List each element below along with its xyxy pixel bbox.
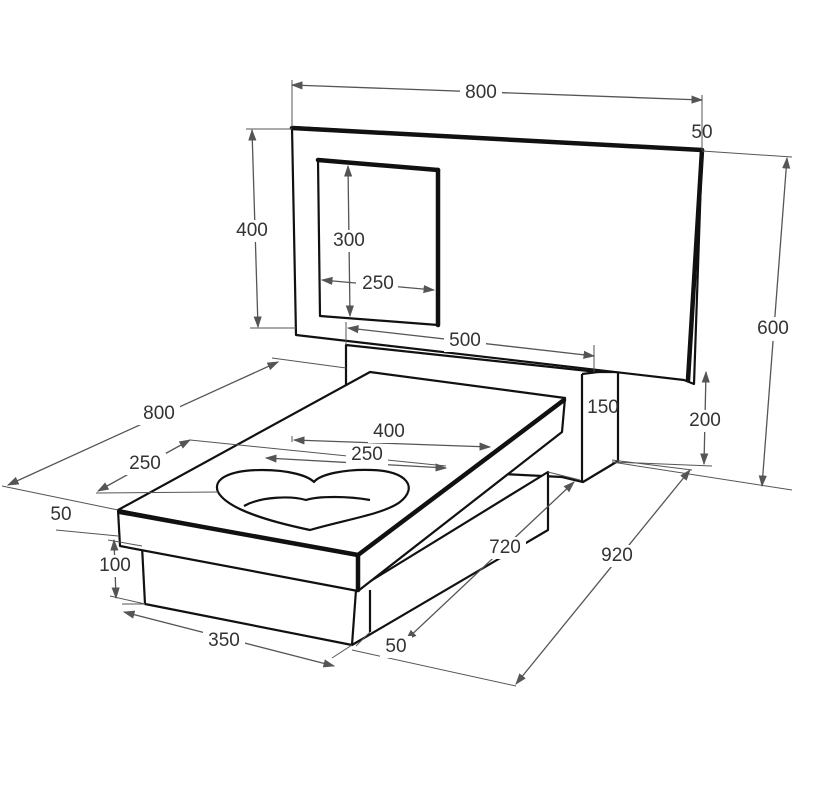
label-base-height: 100 <box>99 555 131 576</box>
label-total-height: 600 <box>757 318 789 339</box>
label-step-height: 200 <box>689 410 721 431</box>
dimension-labels: 800 50 400 300 250 600 500 150 200 800 4… <box>44 82 794 658</box>
label-heart-offset: 250 <box>129 453 161 474</box>
label-step-depth: 150 <box>587 397 619 418</box>
label-slab-thickness: 50 <box>50 504 71 525</box>
label-slab-inner-width: 400 <box>373 421 405 442</box>
label-headboard-width: 800 <box>465 82 497 103</box>
label-window-height: 300 <box>333 230 365 251</box>
label-headboard-thickness: 50 <box>691 122 712 143</box>
label-base-width: 350 <box>208 630 240 651</box>
label-total-length: 920 <box>601 545 633 566</box>
label-step-width: 500 <box>449 330 481 351</box>
label-base-length: 720 <box>489 537 521 558</box>
label-heart-width: 250 <box>351 444 383 465</box>
label-window-width: 250 <box>362 273 394 294</box>
label-slab-length: 800 <box>143 403 175 424</box>
label-headboard-height: 400 <box>236 220 268 241</box>
label-base-inset: 50 <box>385 636 406 657</box>
